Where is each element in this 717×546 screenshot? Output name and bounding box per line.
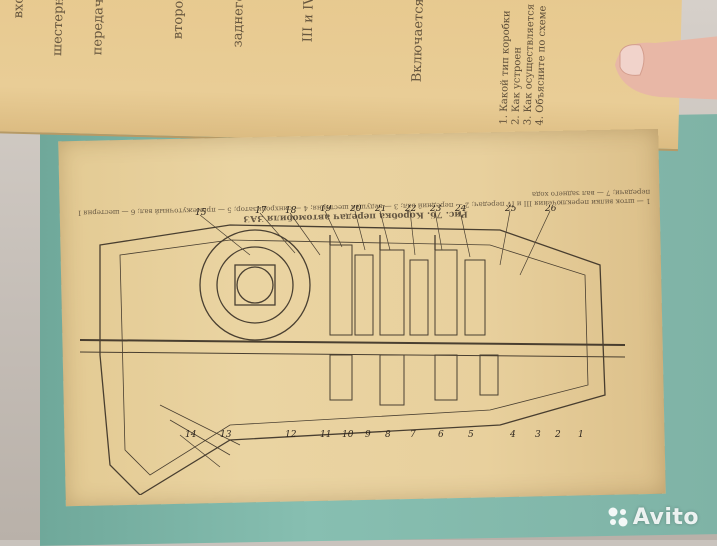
part-number: 4 <box>509 430 516 440</box>
part-number: 15 <box>195 208 207 218</box>
question-item: 4. Объясните по схеме <box>534 5 549 126</box>
top-page-text: III и IV <box>300 0 317 43</box>
top-page-text: заднего <box>230 0 247 48</box>
top-page-text: передачи <box>90 0 107 56</box>
part-number: 18 <box>285 206 297 216</box>
top-page-text: вход <box>11 0 27 19</box>
part-number: 13 <box>220 430 232 440</box>
hand-finger <box>615 36 717 100</box>
part-number: 1 <box>578 430 584 440</box>
part-number: 26 <box>544 205 557 214</box>
part-number: 5 <box>468 430 474 440</box>
part-number: 8 <box>385 430 391 440</box>
avito-watermark: Avito <box>607 505 699 530</box>
part-number: 9 <box>365 430 371 440</box>
part-number: 3 <box>535 430 541 440</box>
part-number: 20 <box>349 205 362 214</box>
part-number: 22 <box>404 205 417 214</box>
part-number: 14 <box>185 430 197 440</box>
part-number: 19 <box>320 205 332 214</box>
top-page-text: Включается <box>409 0 427 83</box>
gearbox-drawing: 15 17 18 19 20 21 22 23 24 25 26 14 13 1… <box>80 205 626 495</box>
part-number: 24 <box>454 205 467 214</box>
part-number: 17 <box>255 206 267 216</box>
part-number: 6 <box>438 430 444 440</box>
avito-logo-icon <box>608 507 628 527</box>
part-number: 12 <box>285 430 297 440</box>
part-number: 7 <box>410 430 416 440</box>
top-page-text: второй <box>170 0 187 40</box>
part-number: 21 <box>374 205 386 214</box>
top-page-text: шестерня <box>50 0 67 57</box>
part-number: 23 <box>429 205 442 214</box>
top-page: вход шестерня передачи второй заднего II… <box>0 0 682 152</box>
part-number: 2 <box>554 430 561 440</box>
part-number: 11 <box>320 430 331 440</box>
avito-brand-text: Avito <box>632 505 699 530</box>
part-number: 25 <box>504 205 517 214</box>
part-number: 10 <box>342 430 354 440</box>
